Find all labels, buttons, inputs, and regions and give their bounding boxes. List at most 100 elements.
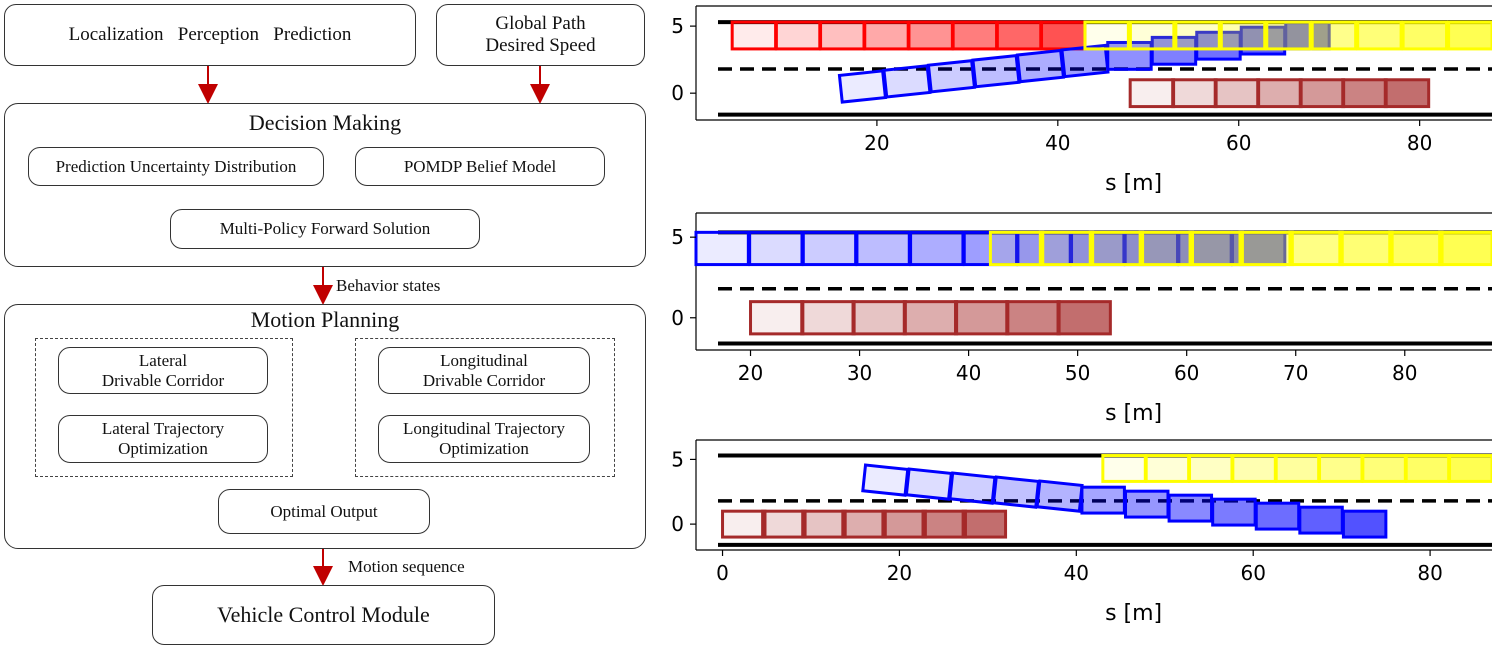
x-tick-label: 50 [1065, 361, 1090, 385]
x-tick-label: 20 [864, 131, 889, 155]
longitudinal-trajectory-box: Longitudinal Trajectory Optimization [378, 415, 590, 463]
vehicle-box [902, 300, 959, 336]
vehicle-box [1080, 485, 1126, 515]
prediction-uncertainty-label: Prediction Uncertainty Distribution [55, 156, 297, 176]
vehicle-box [800, 300, 856, 336]
vehicle-box [1124, 489, 1170, 519]
longitudinal-corridor-label-1: Longitudinal [440, 350, 528, 370]
vehicle-box [1213, 78, 1261, 109]
longitudinal-group [355, 338, 615, 477]
vehicle-box [841, 509, 887, 539]
vehicle-box [774, 20, 822, 51]
lateral-trajectory-box: Lateral Trajectory Optimization [58, 415, 268, 463]
lateral-trajectory-label-1: Lateral Trajectory [101, 419, 225, 439]
y-tick-label: 5 [671, 14, 684, 38]
vehicle-box [749, 300, 805, 336]
inputs-label: Localization Perception Prediction [68, 24, 352, 46]
vehicle-control-box: Vehicle Control Module [152, 585, 495, 645]
x-tick-label: 40 [1064, 561, 1089, 585]
vehicle-box [1040, 20, 1087, 51]
vehicle-box [761, 509, 807, 539]
longitudinal-corridor-box: Longitudinal Drivable Corridor [378, 347, 590, 394]
x-tick-label: 40 [956, 361, 981, 385]
vehicle-box [995, 20, 1043, 51]
vehicle-box [904, 467, 953, 501]
y-tick-label: 0 [671, 81, 684, 105]
vehicle-box [1274, 454, 1321, 483]
vehicle-box [1144, 454, 1191, 483]
vehicle-box [988, 230, 1045, 267]
vehicle-box [1101, 454, 1147, 483]
motion-sequence-label: Motion sequence [348, 557, 465, 576]
vehicle-box [1088, 230, 1145, 267]
optimal-output-box: Optimal Output [218, 489, 430, 534]
vehicle-box [730, 20, 778, 51]
x-tick-label: 60 [1226, 131, 1251, 155]
vehicle-box [851, 300, 907, 336]
x-tick-label: 80 [1392, 361, 1417, 385]
lateral-corridor-box: Lateral Drivable Corridor [58, 347, 268, 394]
x-tick-label: 30 [847, 361, 872, 385]
vehicle-box [921, 509, 967, 539]
vehicle-box [1038, 230, 1095, 267]
trajectory-plots: 20 40 60 80 0 5 s [m] 20 30 40 50 60 70 80 0 5 s [m] 0 20 4… [671, 5, 1492, 626]
vehicle-box [991, 475, 1041, 509]
vehicle-box [1448, 454, 1492, 483]
vehicle-box [1188, 230, 1244, 267]
x-tick-label: 0 [716, 561, 729, 585]
vehicle-box [954, 300, 1010, 336]
behavior-states-label: Behavior states [336, 276, 441, 295]
x-tick-label: 60 [1240, 561, 1265, 585]
vehicle-box [1318, 454, 1364, 483]
vehicle-box [1128, 78, 1176, 109]
x-tick-label: 20 [887, 561, 912, 585]
vehicle-box [1211, 497, 1257, 527]
pomdp-label: POMDP Belief Model [403, 156, 557, 176]
y-tick-label: 5 [671, 225, 684, 249]
vehicle-box [1388, 230, 1444, 267]
prediction-uncertainty-box: Prediction Uncertainty Distribution [28, 147, 324, 186]
vehicle-box [1254, 501, 1301, 531]
desired-speed-label: Desired Speed [485, 35, 596, 56]
vehicle-box [1288, 230, 1344, 267]
motion-planning-title: Motion Planning [250, 307, 400, 332]
vehicle-box [861, 463, 910, 497]
x-tick-label: 70 [1283, 361, 1308, 385]
vehicle-box [1341, 509, 1388, 539]
decision-making-title: Decision Making [248, 110, 402, 135]
vehicle-box [819, 20, 866, 51]
x-tick-label: 60 [1174, 361, 1199, 385]
vehicle-box [1167, 493, 1214, 523]
vehicle-box [1438, 230, 1492, 267]
vehicle-box [1298, 78, 1346, 109]
x-tick-label: 80 [1407, 131, 1432, 155]
vehicle-box [1138, 230, 1195, 267]
vehicle-box [1401, 20, 1449, 51]
vehicle-box [1174, 20, 1221, 51]
y-tick-label: 5 [671, 447, 684, 471]
vehicle-control-label: Vehicle Control Module [217, 602, 430, 628]
global-path-label: Global Path [495, 13, 586, 35]
x-axis-label: s [m] [1105, 171, 1162, 196]
vehicle-box [971, 53, 1021, 89]
y-tick-label: 0 [671, 306, 684, 330]
lateral-trajectory-label-2: Optimization [118, 439, 208, 458]
vehicle-box [1056, 300, 1112, 336]
vehicle-box [1447, 20, 1492, 51]
vehicle-box [1404, 454, 1451, 483]
optimal-output-label: Optimal Output [270, 501, 378, 521]
vehicle-box [948, 471, 997, 505]
x-tick-label: 20 [738, 361, 763, 385]
vehicle-box [1015, 48, 1066, 84]
vehicle-box [1128, 20, 1176, 51]
vehicle-box [882, 64, 932, 99]
vehicle-box [1256, 78, 1303, 109]
longitudinal-trajectory-label-2: Optimization [439, 439, 529, 458]
vehicle-box [694, 230, 750, 267]
vehicle-box [748, 230, 804, 267]
vehicle-box [961, 509, 1008, 539]
vehicle-box [1005, 300, 1061, 336]
vehicle-box [1231, 454, 1277, 483]
x-tick-label: 40 [1045, 131, 1070, 155]
x-axis-label: s [m] [1105, 601, 1162, 626]
